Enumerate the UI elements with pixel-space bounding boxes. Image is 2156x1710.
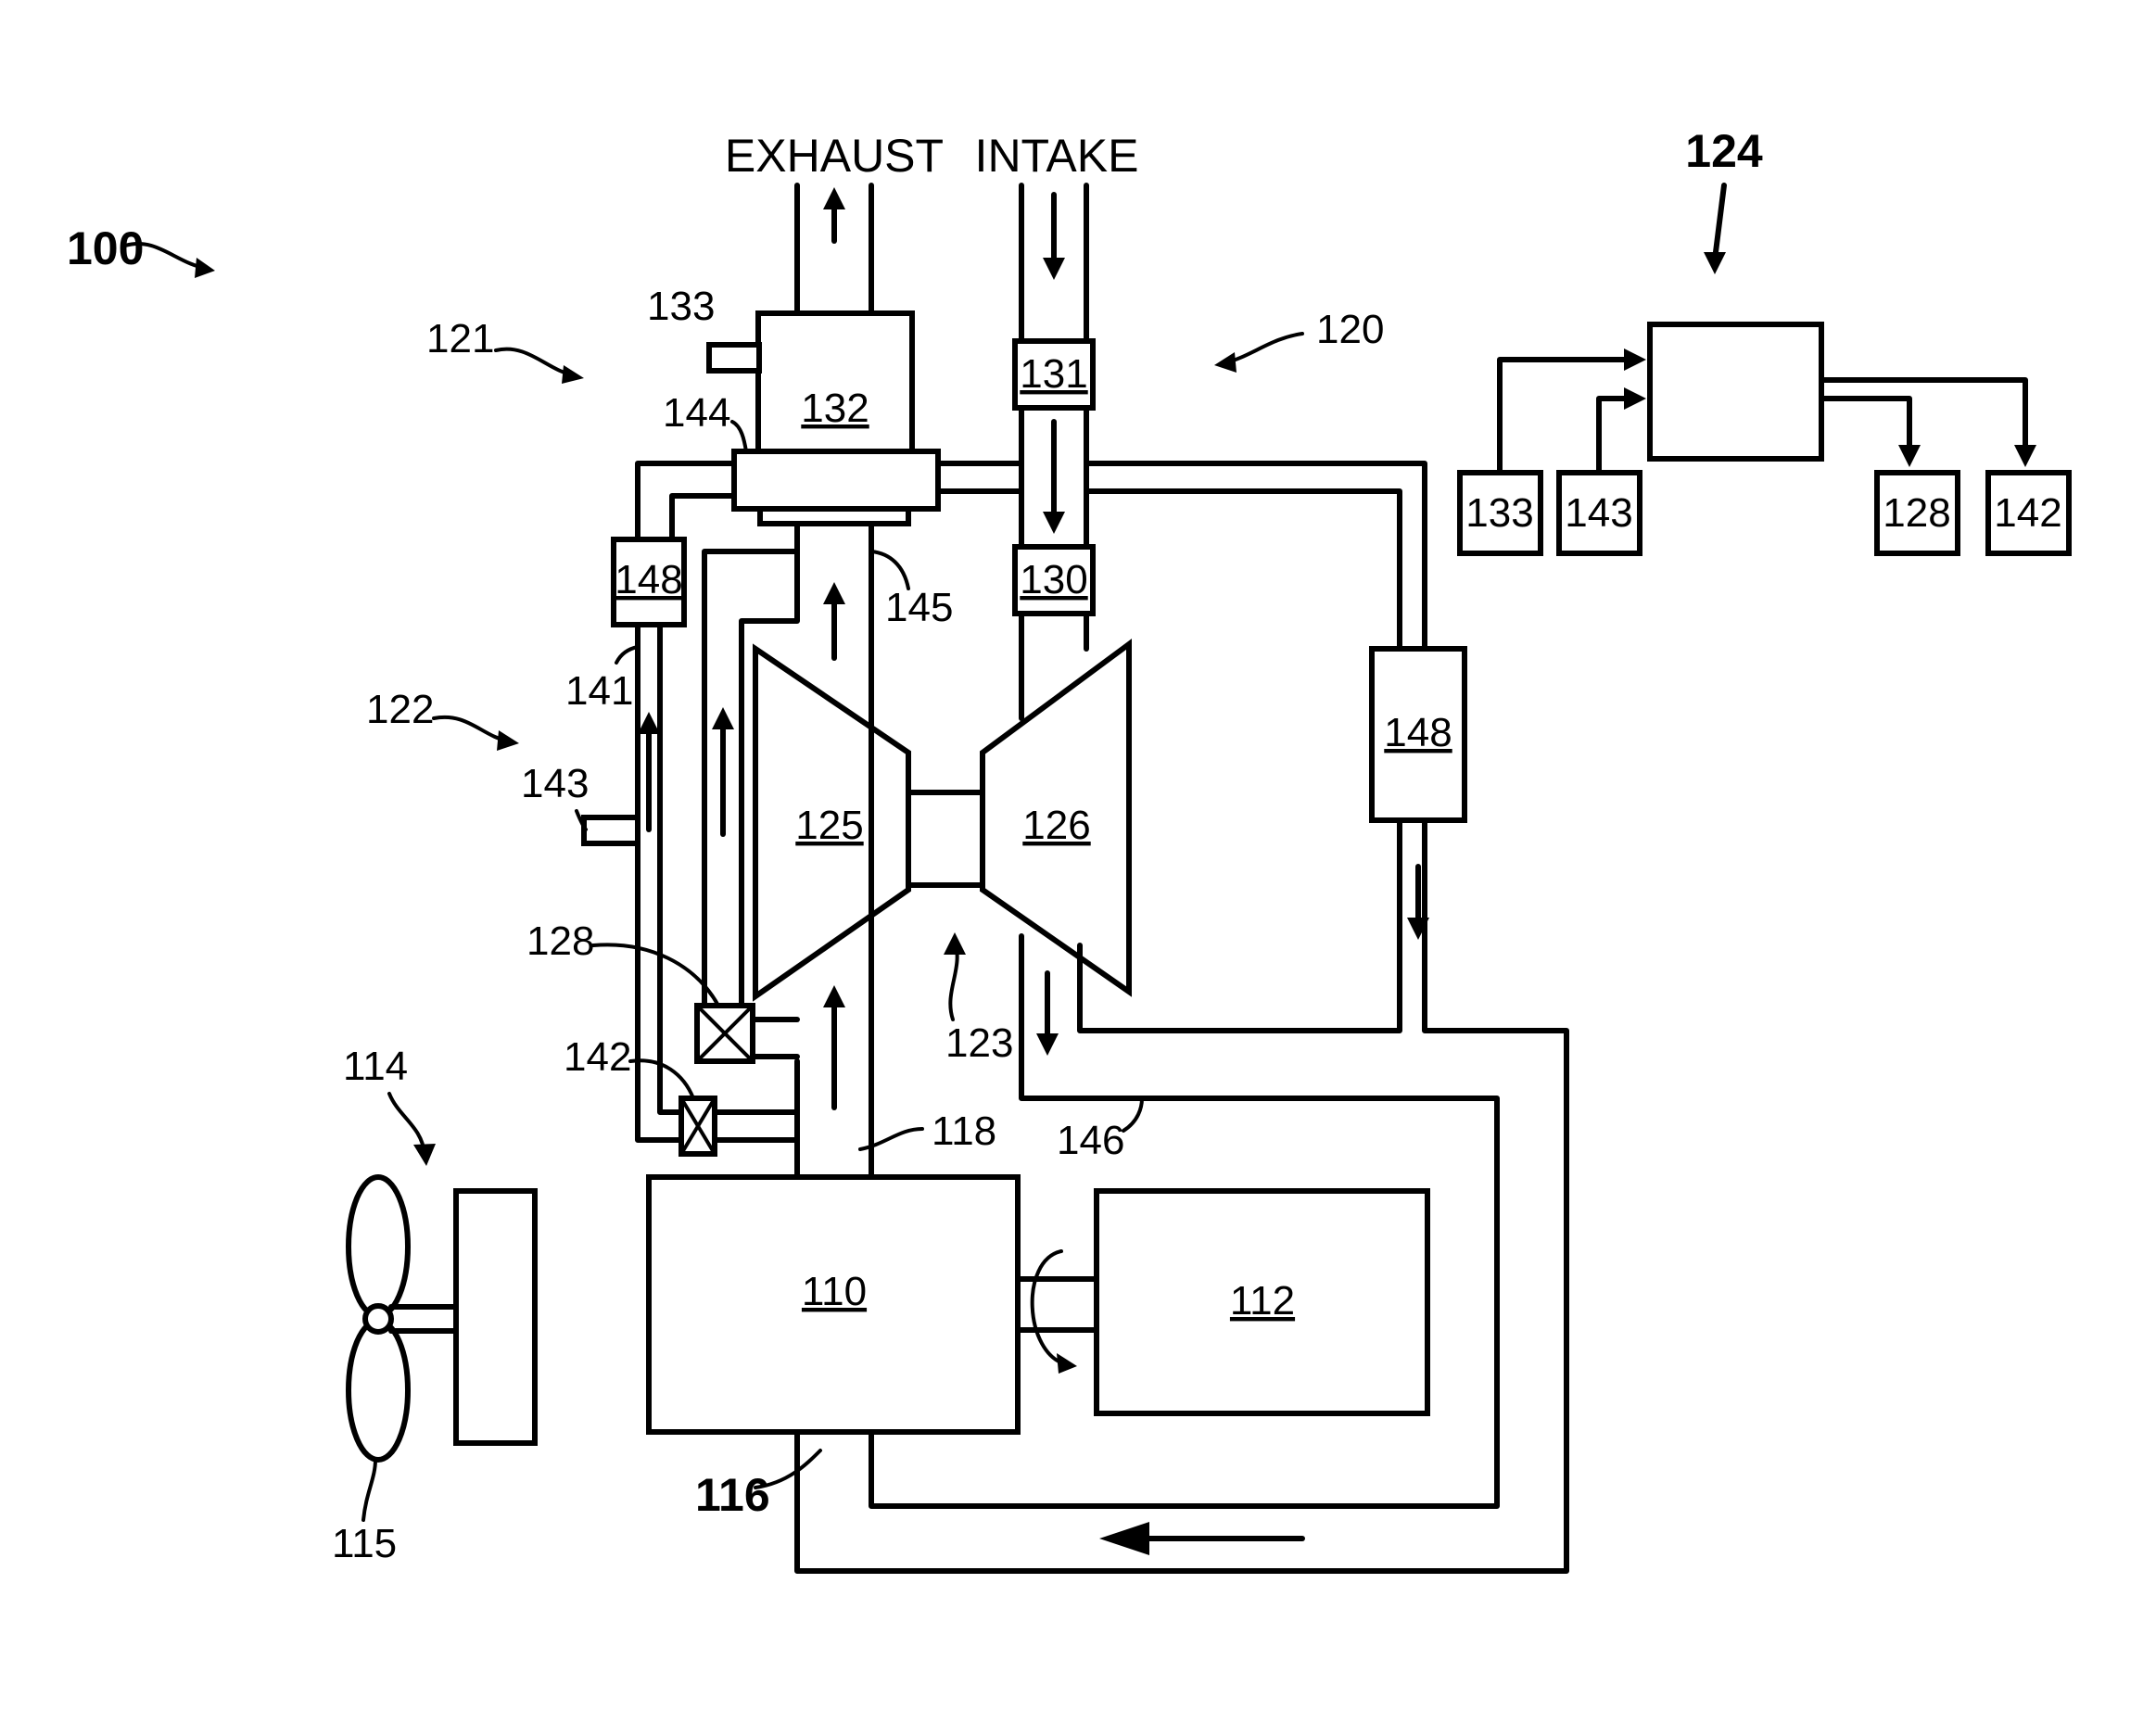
turbo-shaft xyxy=(908,792,983,885)
ref-128: 128 xyxy=(526,918,594,964)
ref-144: 144 xyxy=(663,390,730,436)
ref-123: 123 xyxy=(945,1020,1013,1066)
exhaust-stack xyxy=(797,185,871,315)
ref-116: 116 xyxy=(695,1469,770,1521)
fan-drive-box xyxy=(456,1191,535,1443)
heat-exchanger-144-base xyxy=(760,509,908,524)
ref-141: 141 xyxy=(565,668,633,714)
sensor-133-stub xyxy=(709,345,759,371)
ref-133: 133 xyxy=(647,284,715,329)
ref-145: 145 xyxy=(885,585,953,630)
box-132 xyxy=(758,313,912,452)
box-148-left-label: 148 xyxy=(615,557,682,602)
ref-124: 124 xyxy=(1685,125,1763,177)
controller-box xyxy=(1650,324,1821,459)
ref-143: 143 xyxy=(521,761,589,806)
controller-output-142-label: 142 xyxy=(1994,490,2061,536)
ref-120: 120 xyxy=(1316,307,1384,352)
ref-142: 142 xyxy=(564,1034,631,1080)
fan-hub xyxy=(365,1306,391,1332)
controller-124: 133 143 128 142 xyxy=(1460,185,2069,553)
controller-input-143-label: 143 xyxy=(1565,490,1632,536)
sensor-143-stub xyxy=(584,817,638,843)
fan-blade-top xyxy=(349,1177,408,1316)
heat-exchanger-144 xyxy=(734,451,938,509)
box-131-label: 131 xyxy=(1020,351,1087,397)
intake-stack xyxy=(1021,185,1086,343)
ref-100: 100 xyxy=(67,222,144,274)
ref-118: 118 xyxy=(932,1108,996,1154)
compressor-126-label: 126 xyxy=(1022,803,1090,848)
controller-output-128-label: 128 xyxy=(1883,490,1950,536)
fan-blade-bottom xyxy=(349,1321,408,1460)
intake-label: INTAKE xyxy=(975,130,1139,182)
ref-122: 122 xyxy=(366,687,434,732)
engine-output-shaft xyxy=(1018,1279,1097,1330)
engine-110-label: 110 xyxy=(802,1269,867,1314)
ref-146: 146 xyxy=(1057,1118,1124,1163)
box-112-label: 112 xyxy=(1230,1278,1295,1324)
controller-input-133-label: 133 xyxy=(1465,490,1533,536)
box-130-label: 130 xyxy=(1020,557,1087,602)
box-132-label: 132 xyxy=(801,386,869,431)
ref-114: 114 xyxy=(343,1044,408,1089)
ref-115: 115 xyxy=(332,1521,397,1566)
exhaust-label: EXHAUST xyxy=(725,130,944,182)
box-148-right-label: 148 xyxy=(1384,710,1452,755)
fan-assembly xyxy=(349,1177,535,1460)
turbine-125-label: 125 xyxy=(795,803,863,848)
ref-121: 121 xyxy=(426,316,494,361)
